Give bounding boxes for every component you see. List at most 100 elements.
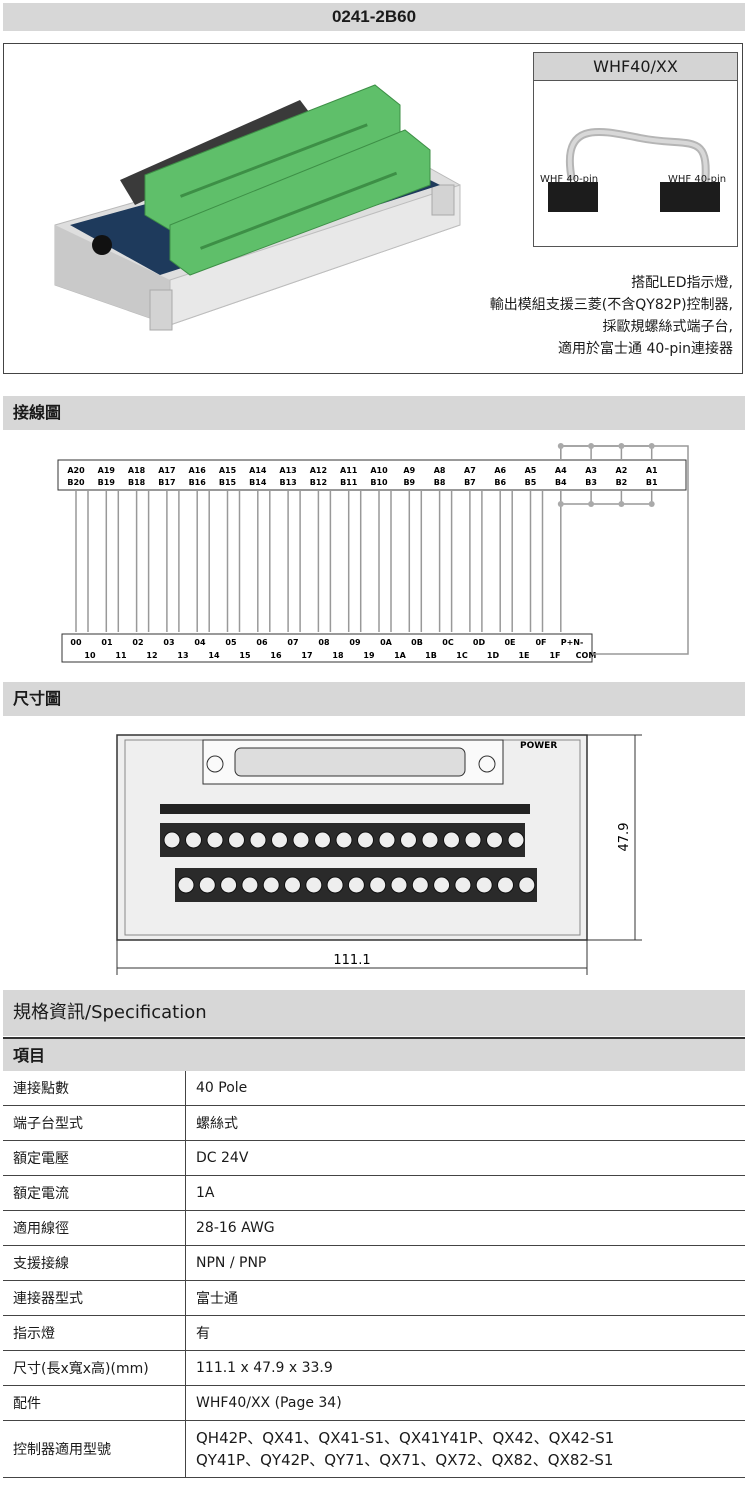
pin-label: B14 [249,478,267,487]
accessory-title: WHF40/XX [534,53,737,81]
terminal-label: 1E [518,651,529,660]
screw-icon [284,876,301,894]
spec-key: 控制器適用型號 [3,1420,186,1478]
table-row: 指示燈有 [3,1315,745,1351]
pin-label: B18 [128,478,146,487]
spec-key: 尺寸(長x寬x高)(mm) [3,1350,186,1386]
pin-label: A13 [279,466,296,475]
pin-label: A20 [67,466,85,475]
screw-icon [433,876,451,894]
pin-label: A12 [310,466,327,475]
junction-dot [557,443,564,449]
spec-key: 支援接線 [3,1245,186,1281]
spec-key: 額定電流 [3,1175,186,1211]
table-row: 連接器型式富士通 [3,1280,745,1316]
terminal-label: 07 [287,638,298,647]
screw-icon [347,876,365,894]
terminal-label: P+N- [561,638,584,647]
terminal-label: 1B [425,651,437,660]
spec-key: 額定電壓 [3,1140,186,1176]
page-title: 0241-2B60 [3,3,745,31]
screw-icon [335,831,353,849]
terminal-label: 02 [132,638,143,647]
terminal-label: COM [576,651,597,660]
screw-icon [443,831,460,849]
pin-label: B19 [98,478,116,487]
screw-icon [177,876,195,894]
spec-value: 28-16 AWG [185,1210,745,1246]
spec-value: 富士通 [185,1280,745,1316]
spec-key: 連接器型式 [3,1280,186,1316]
screw-icon [314,831,331,849]
screw-icon [518,876,536,894]
dimension-height: 47.9 [617,823,632,852]
pin-label: B10 [370,478,388,487]
screw-icon [507,831,525,849]
pin-label: A16 [189,466,207,475]
junction-dot [648,501,655,507]
spec-value: 有 [185,1315,745,1351]
terminal-label: 17 [301,651,312,660]
terminal-label: 0A [380,638,393,647]
screw-icon [163,831,181,849]
screw-icon [390,876,408,894]
pin-label: A10 [370,466,388,475]
screw-icon [475,876,493,894]
spec-key: 適用線徑 [3,1210,186,1246]
pin-label: B2 [616,478,628,487]
dimension-section-title: 尺寸圖 [3,682,745,716]
screw-icon [497,876,514,894]
pin-label: A5 [525,466,537,475]
screw-icon [326,876,344,894]
terminal-label: 1A [394,651,407,660]
junction-dot [618,501,625,507]
screw-icon [421,831,439,849]
junction-dot [588,501,595,507]
dimension-drawing: POWER 111.1 47.9 [116,734,642,975]
terminal-label: 12 [146,651,157,660]
terminal-label: 04 [194,638,206,647]
product-image [54,84,461,331]
terminal-label: 01 [101,638,113,647]
spec-value: DC 24V [185,1140,745,1176]
terminal-label: 0B [411,638,423,647]
pin-label: A15 [219,466,237,475]
pin-label: A17 [158,466,175,475]
pin-label: B13 [279,478,296,487]
terminal-label: 10 [84,651,96,660]
screw-icon [271,831,288,849]
screw-icon [464,831,482,849]
spec-value: 螺絲式 [185,1105,745,1141]
terminal-label: 0C [442,638,454,647]
pin-label: B15 [219,478,237,487]
terminal-label: 1F [549,651,560,660]
terminal-label: 0E [504,638,515,647]
spec-section-title: 規格資訊/Specification [3,990,745,1036]
pin-label: B16 [189,478,207,487]
pin-label: A4 [555,466,567,475]
spec-value: QH42P、QX41、QX41-S1、QX41Y41P、QX42、QX42-S1… [185,1420,745,1478]
pin-label: A18 [128,466,146,475]
pin-label: A2 [616,466,628,475]
pin-label: B5 [525,478,537,487]
screw-icon [241,876,259,894]
common-wire [560,490,652,505]
screw-icon [369,876,387,894]
screw-icon [454,876,472,894]
screw-icon [400,831,417,849]
screw-icon [262,876,280,894]
spec-value: 40 Pole [185,1071,745,1106]
junction-dot [557,501,564,507]
table-row: 端子台型式螺絲式 [3,1105,745,1141]
table-row: 尺寸(長x寬x高)(mm)111.1 x 47.9 x 33.9 [3,1350,745,1386]
terminal-label: 00 [70,638,82,647]
pin-label: A19 [98,466,116,475]
screw-icon [305,876,323,894]
terminal-label: 18 [332,651,344,660]
pin-label: B4 [555,478,567,487]
pin-label: B6 [494,478,506,487]
